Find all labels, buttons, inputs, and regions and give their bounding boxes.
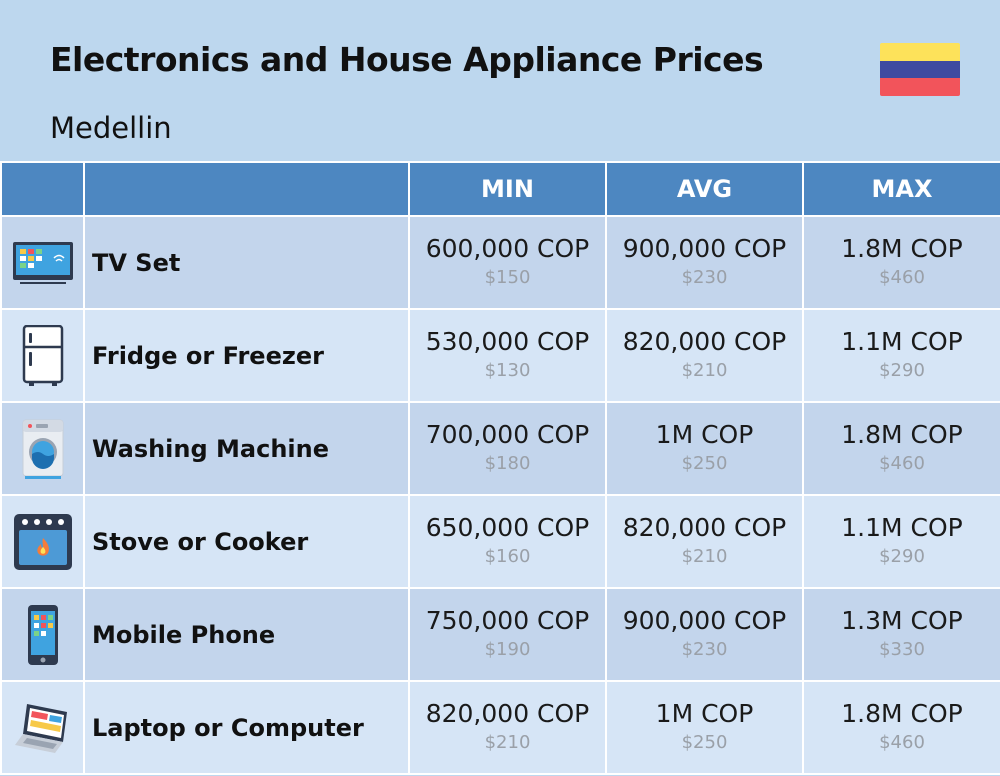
max-price: 1.8M COP $460	[802, 680, 1000, 775]
price-usd: $210	[681, 359, 728, 381]
max-price: 1.8M COP $460	[802, 401, 1000, 496]
price-table: MIN AVG MAX	[0, 161, 1000, 775]
min-price: 530,000 COP $130	[408, 308, 607, 403]
city-subtitle: Medellin	[50, 111, 172, 145]
table-row: Laptop or Computer 820,000 COP $210 1M C…	[0, 680, 1000, 775]
price-local: 1M COP	[655, 419, 754, 449]
header-icon-column	[0, 161, 85, 217]
avg-price: 900,000 COP $230	[605, 215, 804, 310]
avg-price: 820,000 COP $210	[605, 308, 804, 403]
min-price: 600,000 COP $150	[408, 215, 607, 310]
item-name: TV Set	[83, 215, 410, 310]
price-usd: $460	[879, 731, 925, 753]
price-usd: $330	[879, 638, 925, 660]
price-local: 900,000 COP	[622, 605, 787, 635]
price-local: 750,000 COP	[425, 605, 590, 635]
header-item-column	[83, 161, 410, 217]
avg-price: 1M COP $250	[605, 680, 804, 775]
header-avg: AVG	[605, 161, 804, 217]
price-usd: $210	[484, 731, 531, 753]
stove-icon	[13, 513, 72, 570]
avg-price: 900,000 COP $230	[605, 587, 804, 682]
item-name: Fridge or Freezer	[83, 308, 410, 403]
table-row: Fridge or Freezer 530,000 COP $130 820,0…	[0, 308, 1000, 403]
price-usd: $180	[484, 452, 531, 474]
price-local: 1.8M COP	[841, 233, 963, 263]
price-local: 1M COP	[655, 698, 754, 728]
price-local: 1.8M COP	[841, 419, 963, 449]
price-usd: $230	[681, 266, 728, 288]
item-name: Laptop or Computer	[83, 680, 410, 775]
item-name: Mobile Phone	[83, 587, 410, 682]
price-local: 820,000 COP	[425, 698, 590, 728]
max-price: 1.1M COP $290	[802, 308, 1000, 403]
avg-price: 820,000 COP $210	[605, 494, 804, 589]
min-price: 650,000 COP $160	[408, 494, 607, 589]
price-local: 530,000 COP	[425, 326, 590, 356]
table-row: Stove or Cooker 650,000 COP $160 820,000…	[0, 494, 1000, 589]
header-min: MIN	[408, 161, 607, 217]
min-price: 750,000 COP $190	[408, 587, 607, 682]
max-price: 1.8M COP $460	[802, 215, 1000, 310]
item-name: Washing Machine	[83, 401, 410, 496]
tv-icon	[12, 241, 73, 284]
price-local: 600,000 COP	[425, 233, 590, 263]
page-title: Electronics and House Appliance Prices	[50, 40, 764, 79]
price-local: 820,000 COP	[622, 512, 787, 542]
price-usd: $290	[879, 545, 925, 567]
price-local: 820,000 COP	[622, 326, 787, 356]
max-price: 1.3M COP $330	[802, 587, 1000, 682]
price-usd: $230	[681, 638, 728, 660]
colombia-flag-icon	[880, 43, 960, 96]
price-usd: $130	[484, 359, 531, 381]
table-row: Mobile Phone 750,000 COP $190 900,000 CO…	[0, 587, 1000, 682]
price-usd: $250	[681, 731, 728, 753]
price-local: 1.8M COP	[841, 698, 963, 728]
price-usd: $460	[879, 452, 925, 474]
price-local: 700,000 COP	[425, 419, 590, 449]
price-usd: $190	[484, 638, 531, 660]
min-price: 700,000 COP $180	[408, 401, 607, 496]
price-usd: $210	[681, 545, 728, 567]
avg-price: 1M COP $250	[605, 401, 804, 496]
mobile-phone-icon	[27, 604, 58, 665]
item-name: Stove or Cooker	[83, 494, 410, 589]
laptop-icon	[14, 703, 67, 753]
fridge-icon	[22, 324, 63, 386]
min-price: 820,000 COP $210	[408, 680, 607, 775]
table-row: TV Set 600,000 COP $150 900,000 COP $230…	[0, 215, 1000, 310]
price-usd: $150	[484, 266, 531, 288]
price-local: 1.3M COP	[841, 605, 963, 635]
price-local: 900,000 COP	[622, 233, 787, 263]
price-usd: $460	[879, 266, 925, 288]
table-header-row: MIN AVG MAX	[0, 161, 1000, 217]
price-local: 1.1M COP	[841, 326, 963, 356]
price-usd: $250	[681, 452, 728, 474]
price-usd: $160	[484, 545, 531, 567]
washing-machine-icon	[22, 419, 63, 479]
table-row: Washing Machine 700,000 COP $180 1M COP …	[0, 401, 1000, 496]
header-max: MAX	[802, 161, 1000, 217]
price-usd: $290	[879, 359, 925, 381]
price-local: 650,000 COP	[425, 512, 590, 542]
price-local: 1.1M COP	[841, 512, 963, 542]
max-price: 1.1M COP $290	[802, 494, 1000, 589]
